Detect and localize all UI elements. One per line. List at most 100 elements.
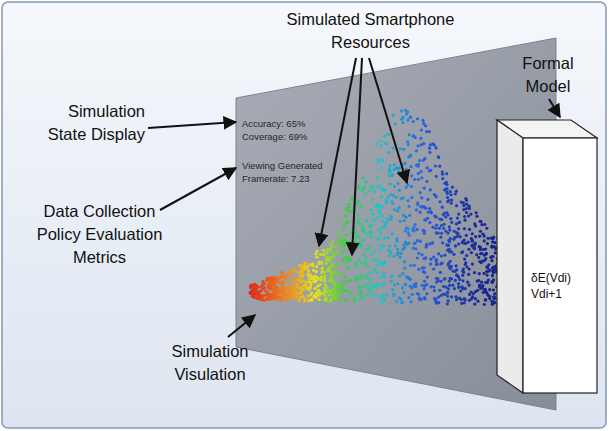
resource-dot xyxy=(399,220,402,223)
resource-dot xyxy=(467,214,470,217)
resource-dot xyxy=(487,263,490,266)
resource-dot xyxy=(425,130,428,133)
resource-dot xyxy=(363,285,366,288)
resource-dot xyxy=(370,286,373,289)
resource-dot xyxy=(370,236,373,239)
resource-dot xyxy=(492,295,495,298)
callout-label: Simulated Smartphone Resources xyxy=(278,8,463,54)
resource-dot xyxy=(296,283,299,286)
resource-dot xyxy=(455,273,458,276)
resource-dot xyxy=(327,268,330,271)
resource-dot xyxy=(362,253,365,256)
resource-dot xyxy=(292,267,295,270)
resource-dot xyxy=(274,278,277,281)
resource-dot xyxy=(334,298,337,301)
resource-dot xyxy=(432,285,435,288)
resource-dot xyxy=(425,245,428,248)
resource-dot xyxy=(343,289,346,292)
resource-dot xyxy=(411,293,414,296)
resource-dot xyxy=(490,259,493,262)
resource-dot xyxy=(460,298,463,301)
resource-dot xyxy=(415,208,418,211)
resource-dot xyxy=(323,294,326,297)
resource-dot xyxy=(275,296,278,299)
resource-dot xyxy=(488,288,491,291)
resource-dot xyxy=(315,270,318,273)
resource-dot xyxy=(337,239,340,242)
resource-dot xyxy=(289,269,292,272)
resource-dot xyxy=(460,251,463,254)
resource-dot xyxy=(455,268,458,271)
resource-dot xyxy=(281,275,284,278)
resource-dot xyxy=(391,202,394,205)
resource-dot xyxy=(383,298,386,301)
resource-dot xyxy=(408,133,411,136)
resource-dot xyxy=(492,288,495,291)
resource-dot xyxy=(443,278,446,281)
resource-dot xyxy=(471,262,474,265)
resource-dot xyxy=(316,284,319,287)
resource-dot xyxy=(377,210,380,213)
resource-dot xyxy=(461,285,464,288)
resource-dot xyxy=(357,258,360,261)
resource-dot xyxy=(493,301,496,304)
resource-dot xyxy=(367,288,370,291)
resource-dot xyxy=(365,219,368,222)
metrics-text: Viewing Generated Framerate: 7.23 xyxy=(242,159,332,185)
resource-dot xyxy=(306,272,309,275)
box-front-face xyxy=(523,138,597,393)
resource-dot xyxy=(355,202,358,205)
resource-dot xyxy=(417,144,420,147)
resource-dot xyxy=(408,277,411,280)
resource-dot xyxy=(463,227,466,230)
leader-arrow xyxy=(148,122,236,128)
model-formula: δE(Vdi) Vdi+1 xyxy=(531,270,591,302)
resource-dot xyxy=(446,231,449,234)
resource-dot xyxy=(324,299,327,302)
resource-dot xyxy=(421,205,424,208)
resource-dot xyxy=(376,216,379,219)
resource-dot xyxy=(380,144,383,147)
resource-dot xyxy=(444,293,447,296)
resource-dot xyxy=(366,293,369,296)
resource-dot xyxy=(380,301,383,304)
resource-dot xyxy=(359,204,362,207)
resource-dot xyxy=(314,252,317,255)
resource-dot xyxy=(429,258,432,261)
resource-dot xyxy=(479,230,482,233)
resource-dot xyxy=(401,301,404,304)
resource-dot xyxy=(473,222,476,225)
resource-dot xyxy=(371,258,374,261)
resource-dot xyxy=(419,240,422,243)
resource-dot xyxy=(343,276,346,279)
resource-dot xyxy=(483,234,486,237)
resource-dot xyxy=(389,215,392,218)
resource-dot xyxy=(423,266,426,269)
resource-dot xyxy=(361,239,364,242)
resource-dot xyxy=(252,284,255,287)
resource-dot xyxy=(484,257,487,260)
resource-dot xyxy=(426,217,429,220)
resource-dot xyxy=(265,290,268,293)
resource-dot xyxy=(455,204,458,207)
resource-dot xyxy=(261,280,264,283)
resource-dot xyxy=(259,285,262,288)
resource-dot xyxy=(480,252,483,255)
resource-dot xyxy=(428,169,431,172)
resource-dot xyxy=(362,297,365,300)
resource-dot xyxy=(398,274,401,277)
resource-dot xyxy=(263,286,266,289)
resource-dot xyxy=(418,159,421,162)
resource-dot xyxy=(493,292,496,295)
resource-dot xyxy=(388,244,391,247)
resource-dot xyxy=(355,242,358,245)
resource-dot xyxy=(442,227,445,230)
resource-dot xyxy=(307,299,310,302)
resource-dot xyxy=(339,218,342,221)
resource-dot xyxy=(473,271,476,274)
resource-dot xyxy=(405,275,408,278)
resource-dot xyxy=(470,251,473,254)
resource-dot xyxy=(323,270,326,273)
